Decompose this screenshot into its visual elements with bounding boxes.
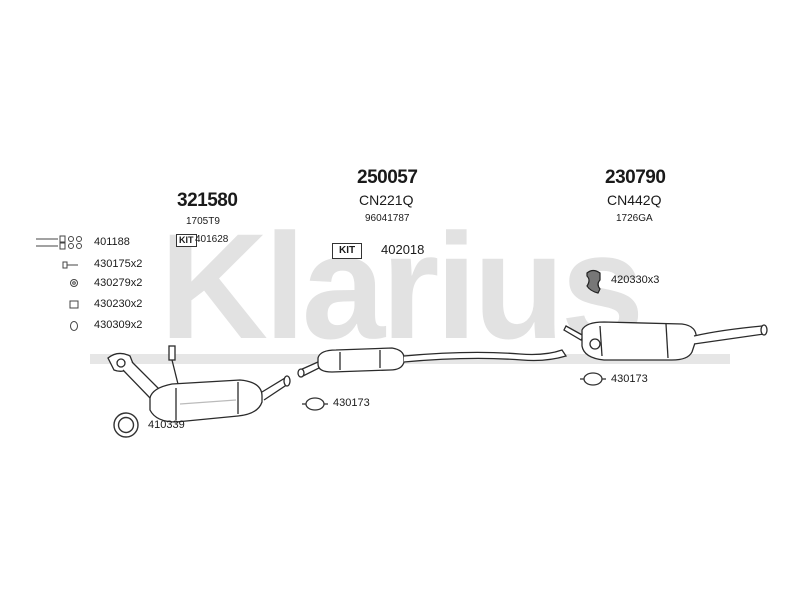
ring-icon bbox=[70, 321, 78, 331]
fitting-label: 430173 bbox=[333, 397, 370, 409]
fitting-label: 420330x3 bbox=[611, 274, 660, 286]
ref2-rear-silencer: 1726GA bbox=[616, 213, 653, 224]
ref-middle-silencer: CN221Q bbox=[359, 192, 414, 208]
bolt-set-icon bbox=[36, 235, 82, 250]
kit-number: 402018 bbox=[381, 242, 425, 257]
fitting-label: 430230x2 bbox=[94, 298, 143, 310]
part-number-rear-silencer: 230790 bbox=[605, 167, 666, 188]
middle-silencer bbox=[297, 347, 568, 378]
kit-badge: KIT bbox=[332, 243, 363, 259]
rear-silencer bbox=[563, 321, 768, 361]
kit-badge: KIT bbox=[176, 234, 197, 247]
fitting-label: 401188 bbox=[94, 236, 130, 248]
kit-number: 401628 bbox=[195, 234, 229, 245]
gasket-ring-icon bbox=[113, 412, 139, 438]
fitting-label: 430175x2 bbox=[94, 258, 143, 270]
hanger-icon bbox=[586, 269, 601, 294]
clamp-icon bbox=[302, 397, 328, 411]
ref2-middle-silencer: 96041787 bbox=[365, 213, 410, 224]
nut-icon bbox=[70, 279, 78, 287]
fitting-label: 430173 bbox=[611, 373, 648, 385]
fitting-label: 410339 bbox=[148, 419, 185, 431]
clamp-icon bbox=[580, 372, 606, 386]
fitting-label: 430279x2 bbox=[94, 277, 143, 289]
part-number-middle-silencer: 250057 bbox=[357, 167, 418, 188]
ref-rear-silencer: CN442Q bbox=[607, 192, 662, 208]
front-pipe-catalyst bbox=[107, 345, 291, 423]
ref-front-pipe: 1705T9 bbox=[186, 216, 220, 227]
svg-text:Klarius: Klarius bbox=[160, 202, 641, 370]
part-number-front-pipe: 321580 bbox=[177, 190, 238, 211]
fitting-label: 430309x2 bbox=[94, 319, 143, 331]
washer-icon bbox=[69, 300, 79, 309]
bolt-icon bbox=[62, 261, 78, 269]
